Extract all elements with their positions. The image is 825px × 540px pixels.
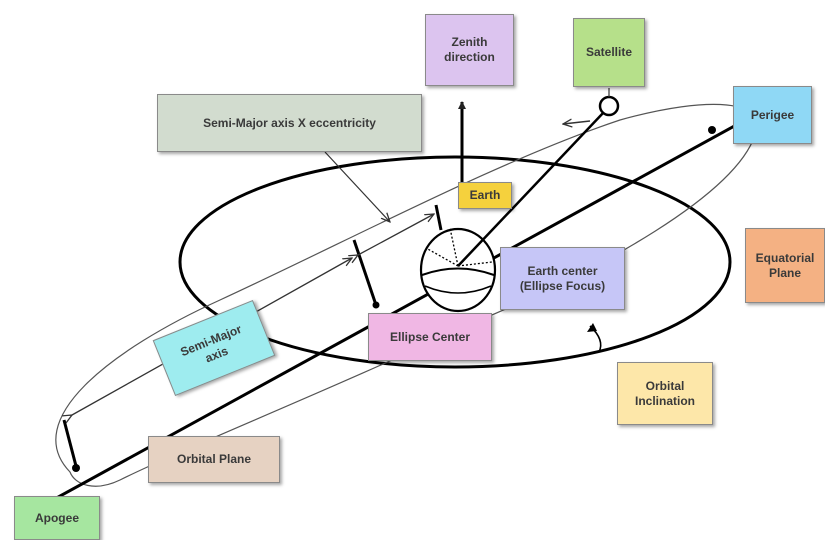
apogee-tick [62,419,78,467]
earth-globe [419,227,497,313]
eccentricity-dimension-arrow [358,214,434,255]
line-of-apsides [19,88,801,520]
focus-tick [434,204,443,231]
satellite-label: Satellite [573,18,645,87]
ellipse-center-point [372,301,380,309]
orbit-ellipse [55,103,758,487]
satellite-point [598,95,620,117]
equatorial-plane-label: Equatorial Plane [745,228,825,303]
perigee-label: Perigee [733,86,812,144]
semi-major-eccentricity-label: Semi-Major axis X eccentricity [157,94,422,152]
inclination-arrowhead [587,323,597,332]
orbital-inclination-label: Orbital Inclination [617,362,713,425]
apogee-label: Apogee [14,496,100,540]
orbit-direction-arrow [563,121,591,124]
ellipse-center-tick [352,239,378,306]
orbital-plane-label: Orbital Plane [148,436,280,483]
apogee-point [72,464,80,472]
earth-center-label: Earth center (Ellipse Focus) [500,247,625,310]
ellipse-center-label: Ellipse Center [368,313,492,361]
zenith-direction-label: Zenith direction [425,14,514,86]
perigee-point [708,126,716,134]
earth-label: Earth [458,182,512,209]
satellite-radius-line [457,111,605,267]
eccentricity-leader-arrow [324,151,390,222]
